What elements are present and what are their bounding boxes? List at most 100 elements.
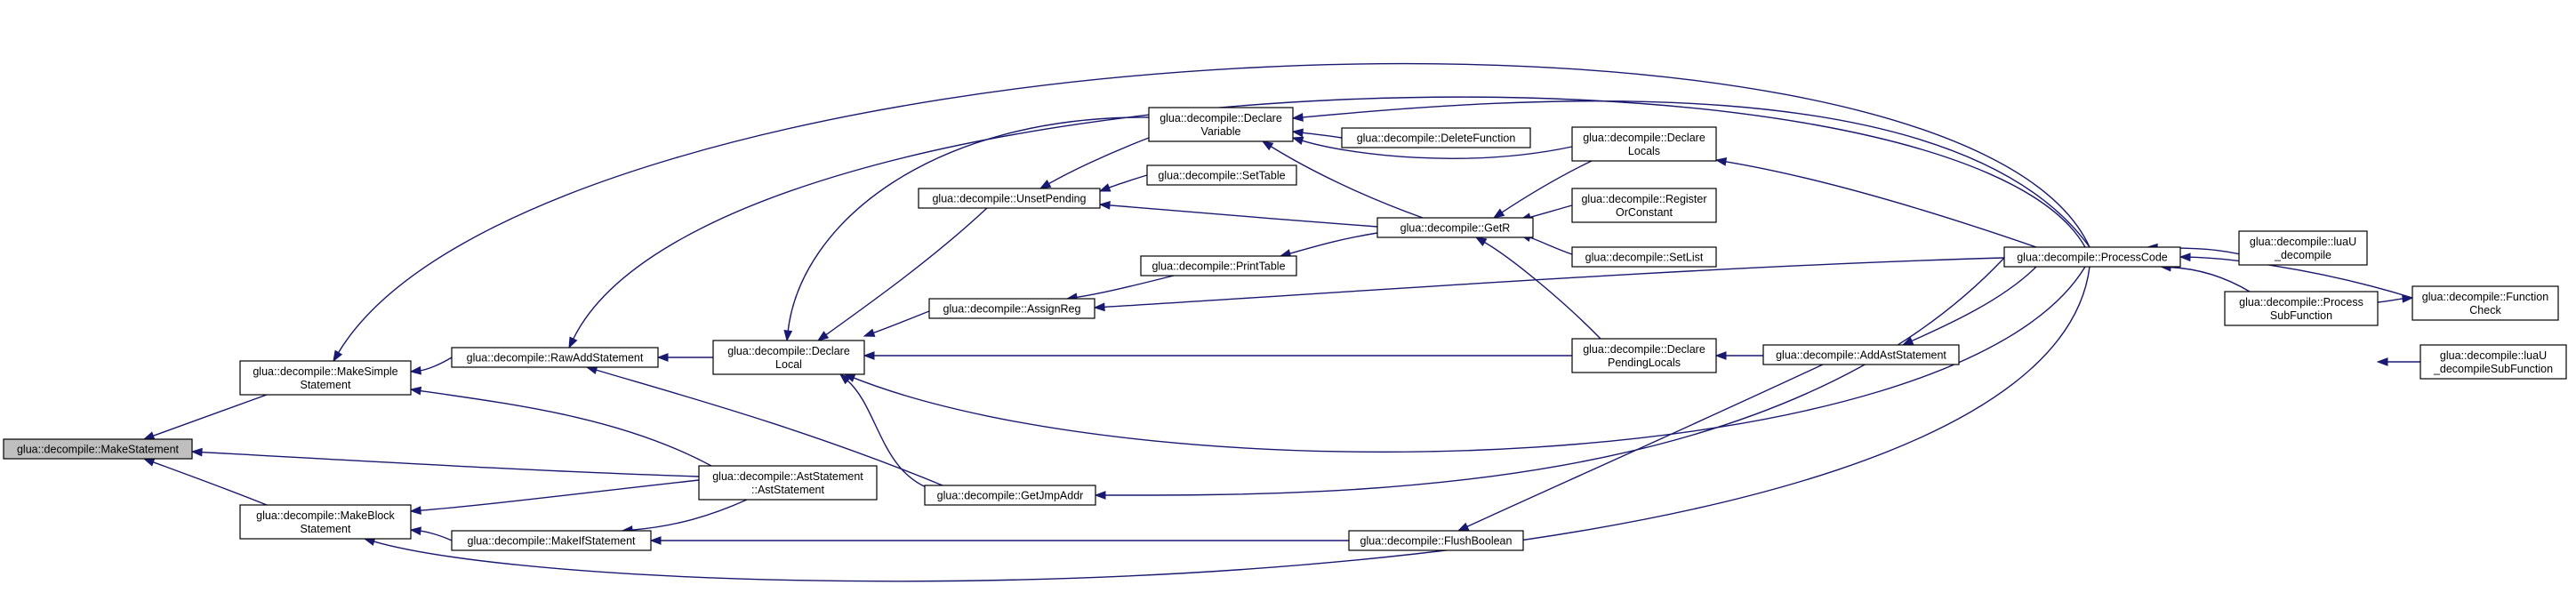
edge-get-r-to-declare-variable	[1261, 140, 1424, 219]
node-box	[239, 504, 412, 540]
edge-process-subfunction-to-function-check	[2377, 293, 2414, 303]
node-set-list[interactable]: glua::decompile::SetList	[1571, 246, 1717, 268]
edge-arrowhead	[1457, 522, 1470, 532]
node-label-line: SubFunction	[2270, 309, 2332, 322]
edge-arrowhead	[1098, 183, 1111, 192]
node-label-line: glua::decompile::UnsetPending	[932, 193, 1086, 205]
edge-arrowhead	[1098, 200, 1111, 210]
node-label-line: Locals	[1628, 145, 1660, 157]
node-luau-decompile[interactable]: glua::decompile::luaU_decompile	[2238, 230, 2368, 266]
edge-arrowhead	[816, 331, 830, 341]
node-box	[1146, 164, 1297, 186]
edge-assign-reg-to-declare-local	[863, 310, 930, 337]
node-box	[2420, 344, 2567, 380]
node-get-jmp-addr[interactable]: glua::decompile::GetJmpAddr	[924, 485, 1096, 506]
edge-line	[572, 96, 2086, 341]
edge-line	[872, 310, 930, 334]
node-box	[451, 347, 659, 368]
node-set-table[interactable]: glua::decompile::SetTable	[1146, 164, 1297, 186]
edge-arrowhead	[190, 447, 203, 457]
edge-arrowhead	[649, 536, 662, 545]
node-box	[924, 485, 1096, 506]
node-get-r[interactable]: glua::decompile::GetR	[1376, 217, 1534, 238]
edge-line	[1108, 174, 1148, 189]
edge-arrowhead	[1714, 157, 1728, 166]
edge-process-code-to-raw-add-statement	[568, 96, 2086, 349]
node-label-line: glua::decompile::Declare	[1583, 343, 1705, 356]
edge-arrowhead	[2402, 293, 2414, 303]
edge-get-r-to-print-table	[1279, 232, 1378, 258]
edge-arrowhead	[863, 328, 876, 337]
edge-line	[1529, 236, 1573, 255]
edge-function-check-to-process-code	[2179, 252, 2413, 299]
node-unset-pending[interactable]: glua::decompile::UnsetPending	[918, 188, 1101, 209]
node-delete-function[interactable]: glua::decompile::DeleteFunction	[1341, 127, 1531, 148]
node-label-line: glua::decompile::MakeBlock	[256, 509, 395, 522]
edge-get-r-to-unset-pending	[1098, 200, 1378, 228]
node-box	[3, 438, 193, 460]
edge-make-block-statement-to-make-statement	[142, 458, 268, 506]
edge-process-code-to-assign-reg	[1093, 257, 2005, 312]
node-label-line: _decompileSubFunction	[2433, 363, 2553, 375]
node-label-line: glua::decompile::AstStatement	[712, 470, 863, 483]
node-process-code[interactable]: glua::decompile::ProcessCode	[2003, 246, 2181, 268]
edge-ast-statement-to-make-block-statement	[409, 479, 700, 515]
node-box	[1571, 246, 1717, 268]
node-label-line: glua::decompile::MakeStatement	[17, 444, 180, 456]
edge-arrowhead	[783, 330, 793, 342]
edge-arrowhead	[1474, 236, 1488, 247]
node-label-line: glua::decompile::SetTable	[1158, 170, 1285, 182]
node-flush-boolean[interactable]: glua::decompile::FlushBoolean	[1348, 530, 1524, 551]
edge-arrowhead	[2376, 357, 2388, 366]
edge-line	[1288, 232, 1378, 255]
edge-arrowhead	[1714, 351, 1727, 360]
edge-line	[419, 389, 712, 467]
edge-line	[2169, 266, 2251, 292]
edge-arrowhead	[142, 431, 156, 440]
edge-arrowhead	[1492, 208, 1505, 219]
node-box	[2003, 246, 2181, 268]
edge-process-code-to-declare-variable	[1291, 100, 2090, 248]
node-box	[2238, 230, 2368, 266]
node-label-line: glua::decompile::RawAddStatement	[467, 352, 644, 365]
node-make-statement[interactable]: glua::decompile::MakeStatement	[3, 438, 193, 460]
node-ast-statement[interactable]: glua::decompile::AstStatement::AstStatem…	[698, 465, 878, 501]
node-label-line: glua::decompile::MakeIfStatement	[468, 535, 637, 548]
node-print-table[interactable]: glua::decompile::PrintTable	[1140, 255, 1297, 276]
edge-line	[2188, 256, 2413, 299]
edge-line	[824, 207, 988, 336]
node-raw-add-statement[interactable]: glua::decompile::RawAddStatement	[451, 347, 659, 368]
node-box	[1140, 255, 1297, 276]
node-label-line: glua::decompile::GetR	[1400, 222, 1511, 235]
node-assign-reg[interactable]: glua::decompile::AssignReg	[928, 298, 1095, 319]
node-box	[928, 298, 1095, 319]
edge-line	[1529, 204, 1573, 219]
node-luau-decompile-subfunction[interactable]: glua::decompile::luaU_decompileSubFuncti…	[2420, 344, 2567, 380]
edge-arrowhead	[863, 351, 875, 360]
node-box	[1571, 188, 1717, 223]
node-add-ast-statement[interactable]: glua::decompile::AddAstStatement	[1762, 344, 1960, 365]
edge-line	[419, 357, 453, 372]
edge-line	[1301, 140, 1573, 159]
edge-line	[1301, 100, 2090, 248]
node-label-line: Statement	[301, 523, 352, 535]
edge-declare-pending-locals-to-get-r	[1474, 236, 1601, 340]
edge-line	[1500, 160, 1593, 214]
edge-delete-function-to-declare-variable	[1291, 128, 1343, 139]
node-label-line: glua::decompile::Declare	[727, 345, 850, 357]
edge-arrowhead	[1291, 113, 1304, 122]
node-make-if-statement[interactable]: glua::decompile::MakeIfStatement	[451, 530, 652, 551]
nodes-layer: glua::decompile::MakeStatementglua::deco…	[3, 107, 2567, 551]
edge-arrowhead	[1039, 180, 1052, 189]
node-box	[1571, 338, 1717, 373]
